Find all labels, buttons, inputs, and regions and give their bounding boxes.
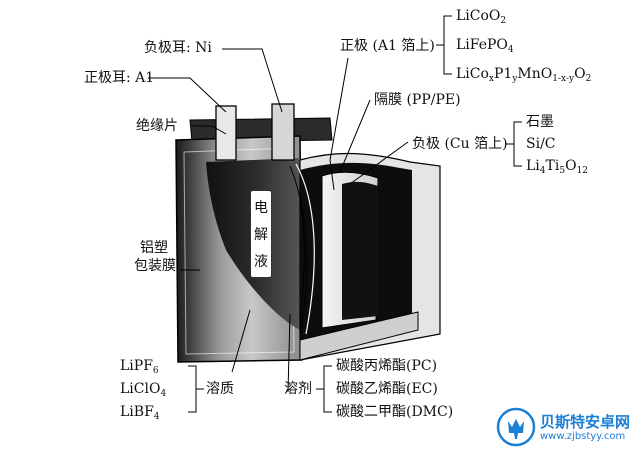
solvent-item: 碳酸乙烯酯(EC)	[336, 381, 438, 397]
solute-salt: LiPF6	[120, 358, 159, 376]
insulator-label: 绝缘片	[136, 118, 178, 134]
electrolyte-char: 解	[254, 226, 268, 243]
anode-material: Li4Ti5O12	[526, 158, 589, 176]
positive-tab-label: 正极耳: A1	[84, 70, 155, 86]
electrolyte-char: 液	[254, 254, 268, 271]
electrolyte-char: 电	[254, 199, 268, 216]
electrode-stack	[299, 152, 441, 361]
positive-tab	[215, 105, 237, 161]
solvent-label: 溶剂	[284, 381, 312, 397]
solvent-item: 碳酸丙烯酯(PC)	[336, 358, 438, 374]
tulip-logo-icon	[496, 407, 536, 447]
cathode-material: LiFePO4	[456, 37, 514, 55]
anode-label: 负极 (Cu 箔上)	[412, 136, 508, 152]
solute-salt: LiClO4	[120, 381, 167, 399]
electrolyte-label: 电 解 液	[250, 190, 272, 278]
cathode-label: 正极 (A1 箔上)	[340, 38, 435, 54]
anode-material: 石墨	[526, 114, 554, 130]
layer-edges	[289, 163, 315, 337]
pouch-label-line2: 包装膜	[134, 258, 176, 274]
watermark-url: www.zjbstyy.com	[540, 431, 626, 442]
solute-salt: LiBF4	[120, 404, 160, 422]
cathode-material: LiCoxP1yMnO1-x-yO2	[456, 66, 592, 84]
site-watermark: 贝斯特安卓网 www.zjbstyy.com	[496, 407, 632, 447]
negative-tab	[271, 103, 295, 161]
cathode-material: LiCoO2	[456, 8, 507, 26]
separator-label: 隔膜 (PP/PE)	[374, 92, 461, 108]
solute-label: 溶质	[206, 381, 234, 397]
solvent-item: 碳酸二甲酯(DMC)	[336, 404, 454, 420]
watermark-title: 贝斯特安卓网	[540, 413, 631, 431]
pouch-label-line1: 铝塑	[140, 240, 168, 256]
anode-material: Si/C	[526, 136, 556, 152]
leader-lines	[148, 15, 522, 413]
negative-tab-label: 负极耳: Ni	[144, 40, 212, 56]
